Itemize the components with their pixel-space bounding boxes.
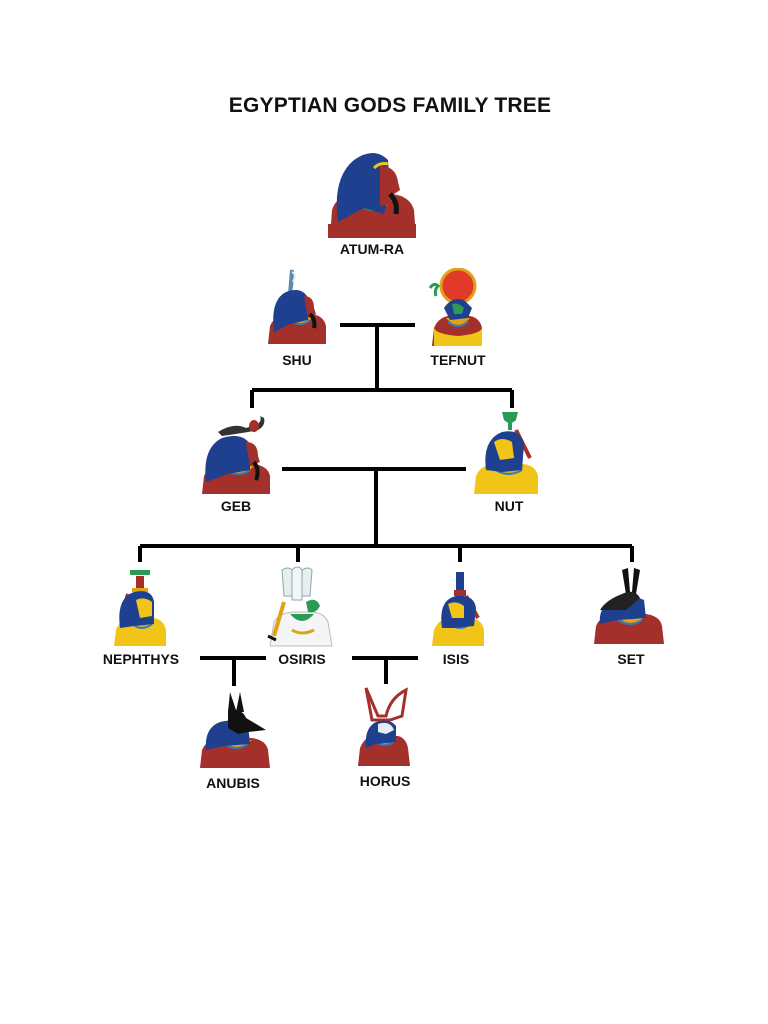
- isis-figure: [432, 572, 484, 646]
- label-set: SET: [617, 651, 645, 667]
- label-isis: ISIS: [442, 651, 470, 667]
- nephthys-figure: [114, 570, 166, 646]
- nut-figure: [474, 412, 538, 494]
- atum-ra-figure: [328, 153, 416, 238]
- set-figure: [594, 568, 664, 644]
- shu-figure: [268, 269, 326, 344]
- horus-figure: [358, 687, 410, 766]
- label-tefnut: TEFNUT: [430, 352, 486, 368]
- label-nephthys: NEPHTHYS: [102, 651, 180, 667]
- label-shu: SHU: [282, 352, 312, 368]
- anubis-figure: [200, 692, 270, 768]
- label-horus: HORUS: [359, 773, 411, 789]
- osiris-figure: [267, 566, 333, 647]
- tefnut-figure: [428, 268, 482, 346]
- page-title: EGYPTIAN GODS FAMILY TREE: [228, 94, 552, 117]
- geb-figure: [202, 416, 270, 494]
- label-geb: GEB: [220, 498, 252, 514]
- label-nut: NUT: [494, 498, 524, 514]
- label-atum-ra: ATUM-RA: [339, 241, 405, 257]
- label-anubis: ANUBIS: [206, 775, 260, 791]
- label-osiris: OSIRIS: [278, 651, 326, 667]
